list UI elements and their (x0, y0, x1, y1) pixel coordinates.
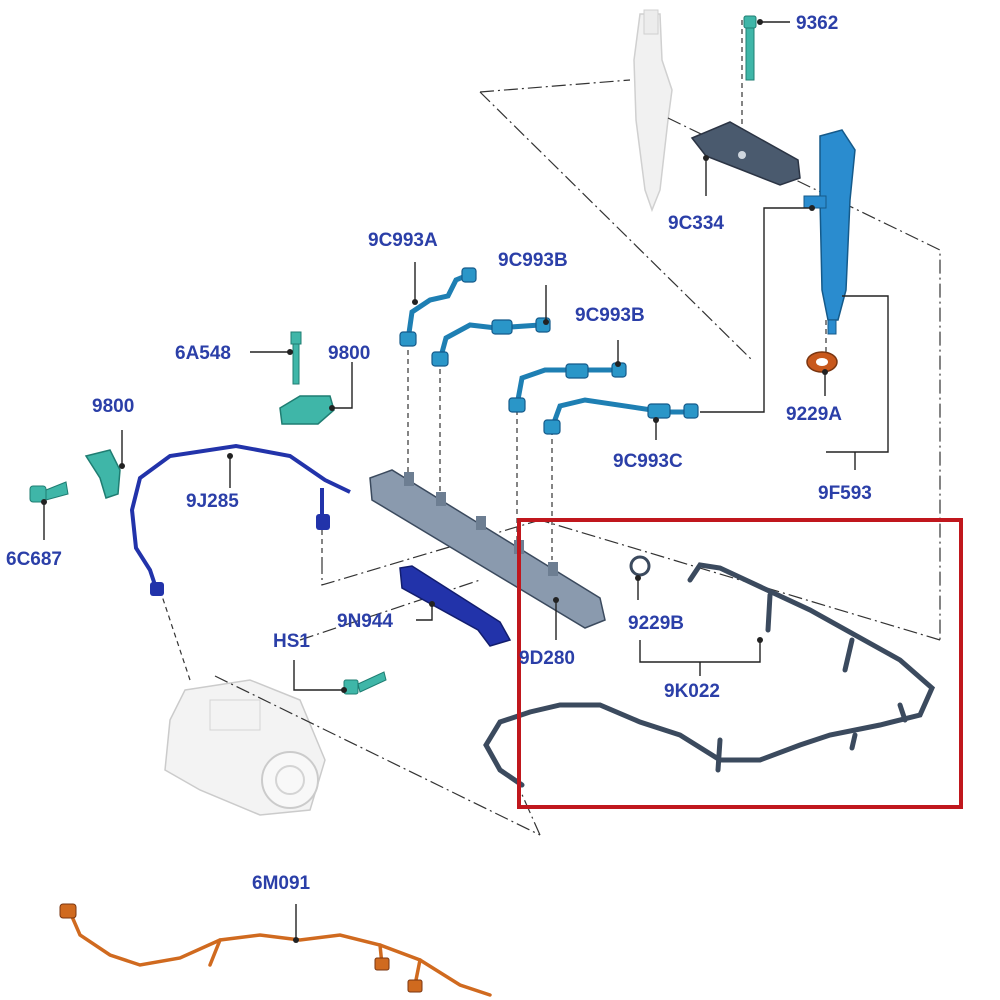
clip-9800-right (279, 395, 335, 425)
bolt-6C687 (29, 481, 69, 503)
injector-9F593 (803, 129, 856, 335)
label-HS1: HS1 (273, 631, 310, 652)
label-6M091: 6M091 (252, 873, 311, 894)
label-9229B: 9229B (628, 613, 684, 634)
ghost-injector (633, 9, 673, 213)
ghost-fuel-pump (164, 679, 326, 816)
clamp-plate-9C334 (690, 121, 801, 186)
clip-9800-left (84, 449, 121, 499)
bolt-HS1 (343, 671, 387, 695)
ring-9229B (629, 555, 651, 577)
label-9F593: 9F593 (818, 483, 872, 504)
leader-lines (41, 19, 889, 943)
callout-labels: 9362 9C334 9C993A 9C993B 9C993B 6A548 98… (6, 13, 872, 894)
leakoff-hose-9K022 (483, 562, 936, 788)
label-9C993B-lower: 9C993B (575, 305, 645, 326)
label-9N944: 9N944 (337, 611, 393, 632)
label-9C993B-upper: 9C993B (498, 250, 568, 271)
bolt-9362 (743, 15, 757, 81)
washer-9229A (806, 351, 838, 373)
label-6A548: 6A548 (175, 343, 231, 364)
label-9D280: 9D280 (519, 648, 575, 669)
harness-connectors (59, 903, 423, 993)
label-9K022: 9K022 (664, 681, 720, 702)
stud-6A548 (290, 331, 302, 385)
label-9229A: 9229A (786, 404, 842, 425)
return-line-9J285 (129, 443, 351, 596)
label-9362: 9362 (796, 13, 838, 34)
label-9800-left: 9800 (92, 396, 134, 417)
label-9C993C: 9C993C (613, 451, 683, 472)
label-9800-right: 9800 (328, 343, 370, 364)
label-9J285: 9J285 (186, 491, 239, 512)
bracket-9N944 (399, 565, 512, 647)
label-6C687: 6C687 (6, 549, 62, 570)
wiring-harness-6M091 (68, 910, 492, 997)
label-9C993A: 9C993A (368, 230, 438, 251)
fuel-rail-9D280 (369, 469, 606, 629)
fuel-pipes (405, 272, 693, 431)
label-9C334: 9C334 (668, 213, 724, 234)
highlight-box (517, 518, 963, 809)
